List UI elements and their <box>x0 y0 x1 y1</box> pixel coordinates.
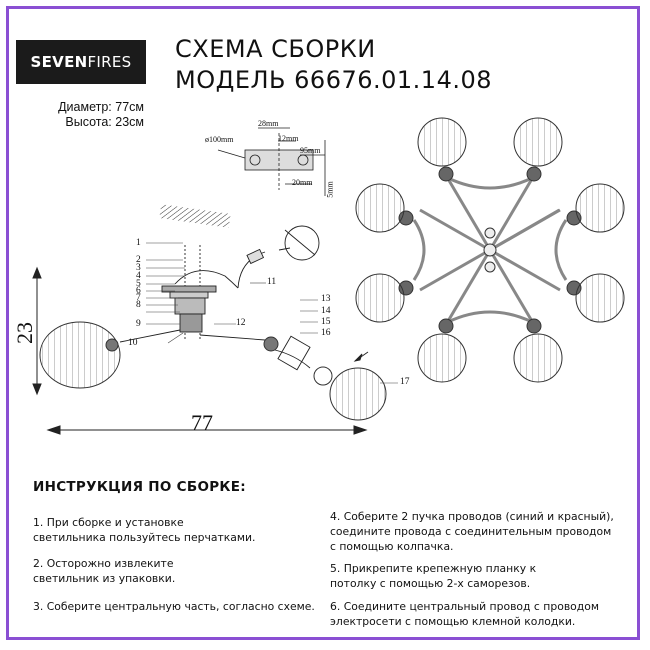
instruction-step-2: 2. Осторожно извлеките светильник из упа… <box>33 556 175 586</box>
left-globe <box>39 321 121 389</box>
brand-part-2: FIRES <box>87 53 132 71</box>
instruction-step-4: 4. Соберите 2 пучка проводов (синий и кр… <box>330 509 614 554</box>
dimension-lines <box>32 266 368 435</box>
instruction-step-1: 1. При сборке и установке светильника по… <box>33 515 255 545</box>
part-number-4: 4 <box>136 271 141 281</box>
label-95mm: 95mm <box>300 146 321 155</box>
instruction-step-6: 6. Соедините центральный провод с провод… <box>330 599 599 629</box>
diameter-spec: Диаметр: 77см <box>58 100 144 114</box>
width-dimension: 77 <box>191 410 213 435</box>
label-5mm: 5mm <box>325 181 335 198</box>
step-2-line-1: 2. Осторожно извлеките <box>33 557 174 570</box>
step-3-line-1: 3. Соберите центральную часть, согласно … <box>33 600 315 613</box>
part-number-13: 13 <box>321 294 331 304</box>
instruction-step-3: 3. Соберите центральную часть, согласно … <box>33 599 315 614</box>
label-20mm: 20mm <box>292 178 313 187</box>
page-title: СХЕМА СБОРКИ МОДЕЛЬ 66676.01.14.08 <box>175 34 492 96</box>
part-number-9: 9 <box>136 319 141 329</box>
step-6-line-2: электросети с помощью клемной колодки. <box>330 615 576 628</box>
part-number-10: 10 <box>128 338 138 348</box>
brand-part-1: SEVEN <box>30 53 88 71</box>
height-spec: Высота: 23см <box>65 115 144 129</box>
right-globe <box>263 336 387 421</box>
step-1-line-2: светильника пользуйтесь перчатками. <box>33 531 256 544</box>
ceiling-hatch <box>159 204 231 228</box>
label-12mm: 12mm <box>278 134 299 143</box>
part-number-17: 17 <box>400 377 410 387</box>
part-number-8: 8 <box>136 300 141 310</box>
mount-detail <box>217 127 326 196</box>
top-view-chandelier <box>355 117 625 383</box>
title-line-2: МОДЕЛЬ 66676.01.14.08 <box>175 66 493 94</box>
label-d100: ø100mm <box>205 135 234 144</box>
instructions-title: ИНСТРУКЦИЯ ПО СБОРКЕ: <box>33 479 246 495</box>
part-number-16: 16 <box>321 328 331 338</box>
step-4-line-3: с помощью колпачка. <box>330 540 454 553</box>
part-number-2: 2 <box>136 255 141 265</box>
leader-lines <box>146 242 398 384</box>
spec-block: Диаметр: 77см Высота: 23см <box>38 100 144 130</box>
step-5-line-1: 5. Прикрепите крепежную планку к <box>330 562 537 575</box>
part-number-1: 1 <box>136 238 141 248</box>
side-view-assembly <box>119 225 369 371</box>
part-number-3: 3 <box>136 263 141 273</box>
part-number-15: 15 <box>321 317 331 327</box>
page-frame <box>6 6 640 640</box>
part-number-6: 6 <box>136 286 141 296</box>
step-2-line-2: светильник из упаковки. <box>33 572 176 585</box>
instruction-step-5: 5. Прикрепите крепежную планку к потолку… <box>330 561 536 591</box>
assembly-diagram <box>32 117 625 435</box>
height-dimension: 23 <box>12 322 37 344</box>
step-5-line-2: потолку с помощью 2-х саморезов. <box>330 577 531 590</box>
step-4-line-1: 4. Соберите 2 пучка проводов (синий и кр… <box>330 510 614 523</box>
part-number-14: 14 <box>321 306 331 316</box>
step-6-line-1: 6. Соедините центральный провод с провод… <box>330 600 600 613</box>
step-1-line-1: 1. При сборке и установке <box>33 516 184 529</box>
step-4-line-2: соедините провода с соединительным прово… <box>330 525 612 538</box>
title-line-1: СХЕМА СБОРКИ <box>175 35 376 63</box>
part-number-5: 5 <box>136 279 141 289</box>
part-number-12: 12 <box>236 318 246 328</box>
part-number-7: 7 <box>136 293 141 303</box>
label-28mm: 28mm <box>258 119 279 128</box>
part-number-11: 11 <box>267 277 277 287</box>
